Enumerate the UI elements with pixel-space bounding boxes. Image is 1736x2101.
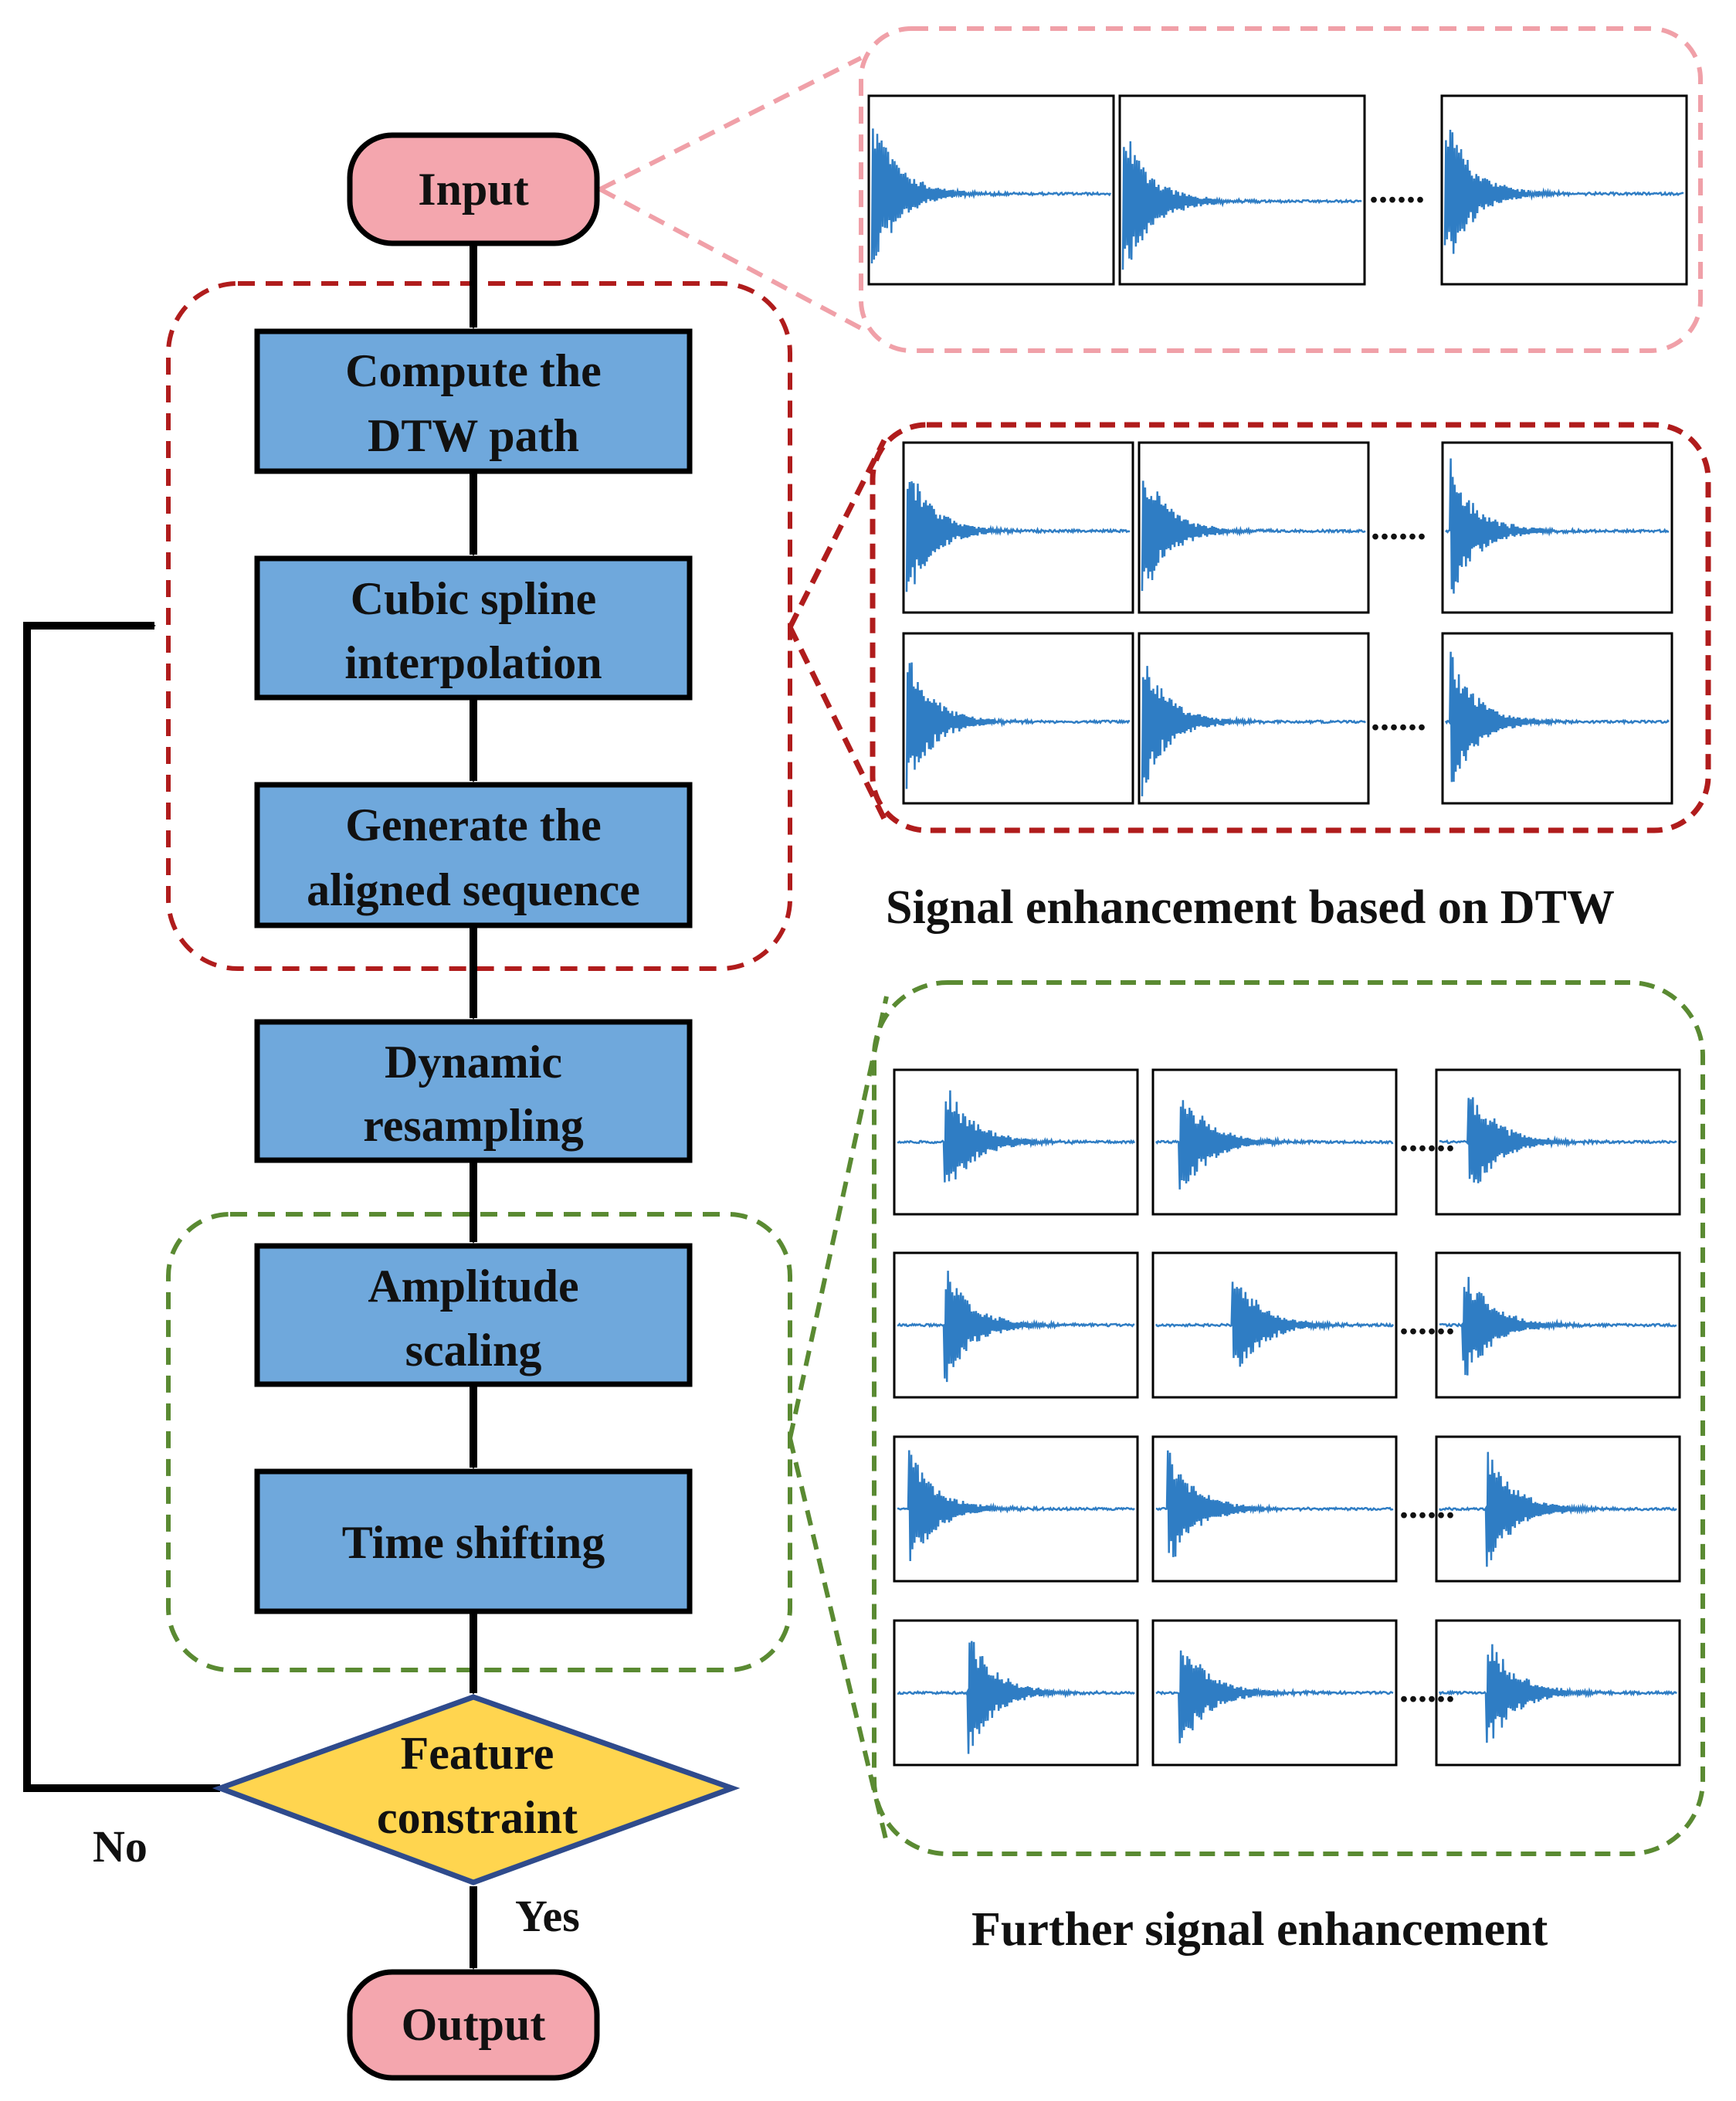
further-signal-r1-2-waveform [1155, 1100, 1394, 1190]
aligned-line1: Generate the [345, 799, 602, 850]
dtw-connector-bottom [787, 626, 887, 820]
further-signal-r4-1-waveform [897, 1641, 1135, 1754]
further-signal-r1-1-waveform [897, 1090, 1136, 1183]
dtw-signal-r1-3-waveform [1445, 458, 1670, 594]
dtw-signal-r2-2-waveform [1141, 666, 1366, 796]
time-shifting-label: Time shifting [342, 1517, 605, 1568]
dtw-signal-r2-1-waveform [905, 662, 1131, 789]
further-ellipsis-r3: ...... [1399, 1485, 1455, 1526]
signal-thumbnails: ........................................… [867, 94, 1688, 1767]
dynamic-resampling-node: Dynamic resampling [254, 1019, 693, 1163]
dtw-ellipsis-r2: ...... [1371, 698, 1426, 738]
aligned-line2: aligned sequence [307, 864, 640, 915]
further-signal-r2-3-waveform [1439, 1277, 1677, 1376]
dtw-signal-r1-1-waveform [905, 481, 1131, 592]
dtw-signal-panel [870, 422, 1711, 833]
feature-constraint-decision: Feature constraint [212, 1694, 741, 1885]
input-connector-top [598, 56, 863, 192]
input-signal-1-waveform [870, 128, 1112, 264]
resampling-line2: resampling [363, 1100, 584, 1151]
further-ellipsis-r1: ...... [1399, 1118, 1455, 1159]
input-ellipsis: ...... [1369, 170, 1425, 211]
yes-label: Yes [515, 1891, 580, 1941]
no-feedback-arrow [23, 622, 220, 1792]
dtw-connector-top [787, 439, 887, 629]
time-shifting-node: Time shifting [254, 1468, 693, 1614]
further-caption: Further signal enhancement [971, 1903, 1548, 1956]
input-label: Input [418, 164, 528, 215]
spline-line2: interpolation [344, 637, 602, 688]
dtw-path-line1: Compute the [345, 345, 602, 396]
dtw-signal-r2-3-waveform [1444, 651, 1670, 782]
input-signal-2-waveform [1121, 141, 1362, 270]
feature-line1: Feature [401, 1728, 554, 1779]
amplitude-line2: scaling [405, 1325, 542, 1376]
input-signal-2-frame [1118, 94, 1366, 286]
further-connector-top [788, 996, 889, 1439]
input-signal-3-waveform [1443, 129, 1684, 254]
resampling-line1: Dynamic [385, 1037, 562, 1088]
further-signal-r1-3-waveform [1439, 1097, 1677, 1183]
further-signal-r4-2-waveform [1155, 1650, 1394, 1743]
further-signal-panel [872, 980, 1705, 1856]
input-signal-panel [859, 26, 1703, 353]
dtw-signal-r1-2-waveform [1141, 480, 1366, 592]
further-signal-r3-2-waveform [1155, 1450, 1394, 1557]
further-signal-r4-3-waveform [1438, 1644, 1677, 1743]
compute-dtw-path-node: Compute the DTW path [254, 328, 693, 474]
spline-line1: Cubic spline [351, 573, 596, 624]
input-connector-bottom [598, 187, 863, 331]
output-label: Output [402, 1999, 546, 2050]
further-ellipsis-r4: ...... [1399, 1669, 1455, 1710]
dtw-ellipsis-r1: ...... [1371, 507, 1426, 548]
amplitude-scaling-node: Amplitude scaling [254, 1243, 693, 1387]
input-node: Input [347, 132, 600, 246]
feature-line2: constraint [377, 1792, 578, 1843]
cubic-spline-node: Cubic spline interpolation [254, 555, 693, 701]
further-signal-r2-1-waveform [897, 1271, 1135, 1383]
dtw-path-line2: DTW path [368, 410, 579, 461]
no-label: No [93, 1821, 147, 1872]
aligned-sequence-node: Generate the aligned sequence [254, 782, 693, 928]
amplitude-line1: Amplitude [368, 1261, 578, 1312]
further-signal-r2-2-waveform [1155, 1281, 1395, 1367]
further-ellipsis-r2: ...... [1399, 1302, 1455, 1342]
dtw-caption: Signal enhancement based on DTW [886, 881, 1615, 934]
further-signal-r3-1-waveform [897, 1450, 1135, 1562]
further-signal-r3-3-waveform [1438, 1451, 1677, 1567]
output-node: Output [347, 1969, 600, 2081]
further-connector-bottom [788, 1437, 889, 1843]
